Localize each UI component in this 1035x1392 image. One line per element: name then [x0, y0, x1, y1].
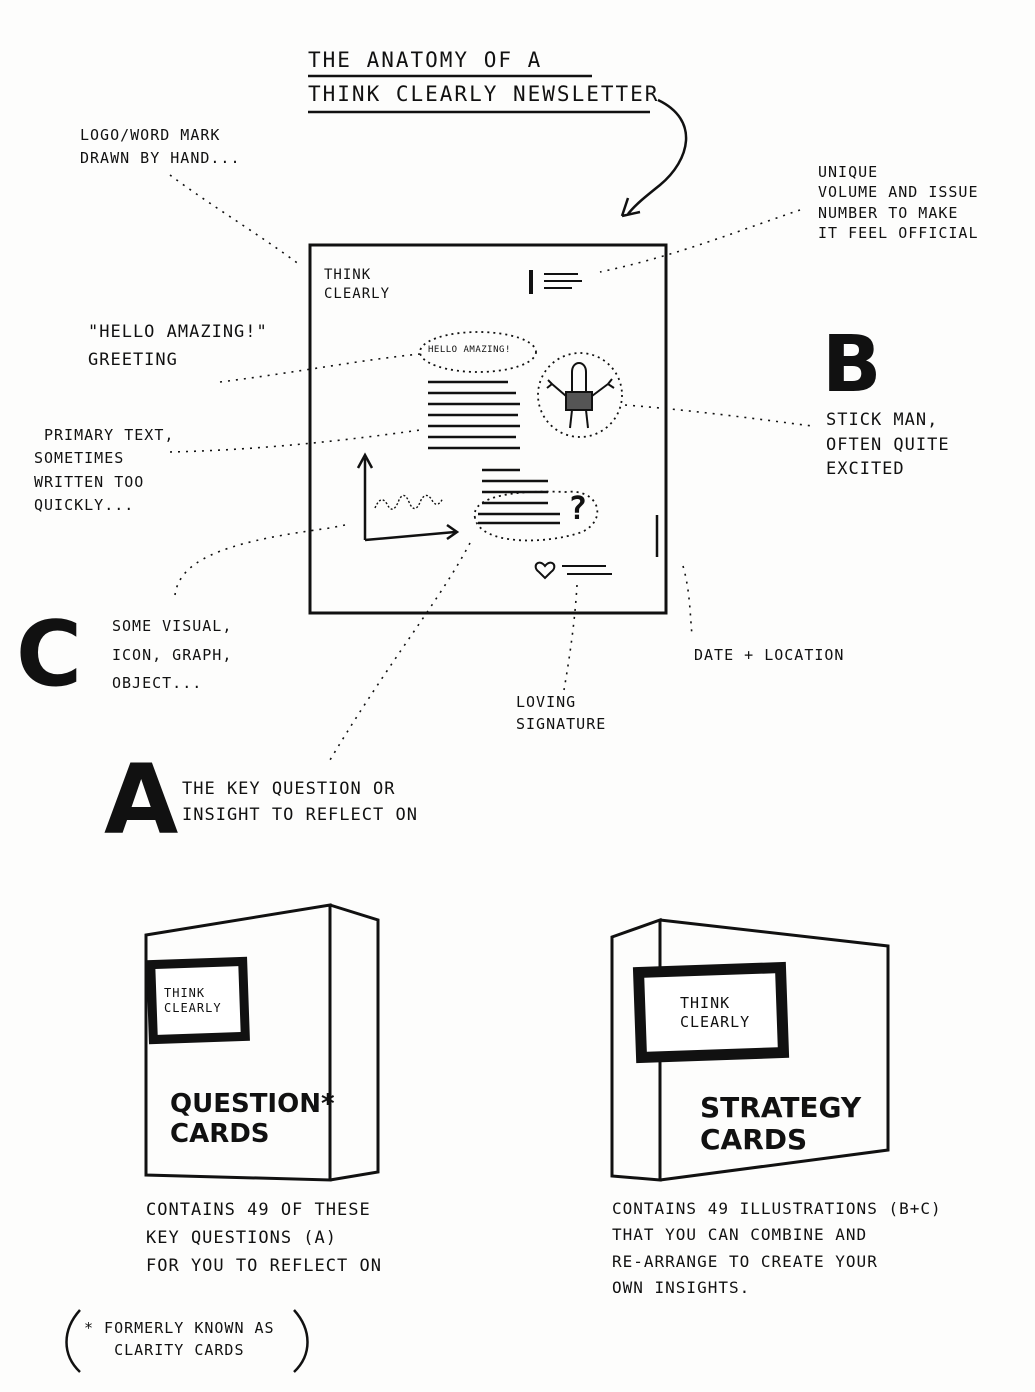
leader-lines: [170, 175, 812, 760]
annotation-volume-line: UNIQUE: [818, 162, 979, 182]
annotation-signature-line: LOVING: [516, 692, 606, 714]
annotation-volume-line: VOLUME AND ISSUE: [818, 182, 979, 202]
question-cards-label: QUESTION* CARDS: [170, 1090, 335, 1150]
annotation-key-question-line: INSIGHT TO REFLECT ON: [182, 802, 418, 828]
annotation-signature: LOVING SIGNATURE: [516, 692, 606, 736]
strategy-cards-caption-line: RE-ARRANGE TO CREATE YOUR: [612, 1249, 942, 1275]
footnote-line: CLARITY CARDS: [84, 1340, 275, 1362]
question-box-logo-line: THINK: [164, 986, 222, 1001]
issue-lines: [544, 274, 582, 288]
annotation-greeting-line: GREETING: [88, 346, 268, 374]
title-line-1: THE ANATOMY OF A: [308, 44, 659, 78]
strategy-cards-label-line: CARDS: [700, 1124, 861, 1156]
annotation-greeting-line: "HELLO AMAZING!": [88, 318, 268, 346]
annotation-volume: UNIQUE VOLUME AND ISSUE NUMBER TO MAKE I…: [818, 162, 979, 243]
annotation-key-question: THE KEY QUESTION OR INSIGHT TO REFLECT O…: [182, 776, 418, 829]
question-cards-label-line: CARDS: [170, 1120, 335, 1150]
footnote-line: * FORMERLY KNOWN AS: [84, 1318, 275, 1340]
letter-c: C: [16, 610, 82, 700]
strategy-box-logo-line: CLEARLY: [680, 1013, 750, 1032]
annotation-primary-text-line: WRITTEN TOO: [34, 471, 174, 494]
annotation-stick-man-line: STICK MAN,: [826, 408, 950, 433]
newsletter-logo: THINK CLEARLY: [324, 266, 390, 304]
annotation-key-question-line: THE KEY QUESTION OR: [182, 776, 418, 802]
question-cards-caption-line: CONTAINS 49 OF THESE: [146, 1196, 382, 1224]
strategy-cards-caption-line: OWN INSIGHTS.: [612, 1275, 942, 1301]
question-cards-caption-line: FOR YOU TO REFLECT ON: [146, 1252, 382, 1280]
question-cards-label-line: QUESTION*: [170, 1090, 335, 1120]
annotation-visual-line: SOME VISUAL,: [112, 612, 232, 641]
strategy-cards-caption-line: CONTAINS 49 ILLUSTRATIONS (B+C): [612, 1196, 942, 1222]
annotation-signature-line: SIGNATURE: [516, 714, 606, 736]
annotation-stick-man: STICK MAN, OFTEN QUITE EXCITED: [826, 408, 950, 482]
primary-text-lines: [428, 382, 560, 523]
annotation-logo-line: LOGO/WORD MARK: [80, 124, 241, 147]
strategy-cards-label: STRATEGY CARDS: [700, 1092, 861, 1156]
strategy-cards-label-line: STRATEGY: [700, 1092, 861, 1124]
title-arrow: [628, 100, 686, 214]
annotation-logo-line: DRAWN BY HAND...: [80, 147, 241, 170]
stick-man: [547, 363, 614, 428]
letter-a: A: [104, 752, 178, 848]
annotation-greeting: "HELLO AMAZING!" GREETING: [88, 318, 268, 374]
newsletter-logo-line: THINK: [324, 266, 390, 285]
strategy-cards-caption-line: THAT YOU CAN COMBINE AND: [612, 1222, 942, 1248]
annotation-primary-text-line: SOMETIMES: [34, 447, 174, 470]
strategy-box-logo-line: THINK: [680, 994, 750, 1013]
question-mark-icon: ?: [568, 484, 588, 534]
annotation-volume-line: NUMBER TO MAKE: [818, 203, 979, 223]
annotation-visual: SOME VISUAL, ICON, GRAPH, OBJECT...: [112, 612, 232, 698]
question-box-logo: THINK CLEARLY: [164, 986, 222, 1016]
annotation-volume-line: IT FEEL OFFICIAL: [818, 223, 979, 243]
strategy-box-logo: THINK CLEARLY: [680, 994, 750, 1032]
question-cards-caption-line: KEY QUESTIONS (A): [146, 1224, 382, 1252]
annotation-stick-man-line: OFTEN QUITE: [826, 433, 950, 458]
footnote-paren-right: [294, 1310, 308, 1372]
graph: [358, 455, 457, 540]
question-cards-caption: CONTAINS 49 OF THESE KEY QUESTIONS (A) F…: [146, 1196, 382, 1280]
annotation-stick-man-line: EXCITED: [826, 457, 950, 482]
footnote-paren-left: [67, 1310, 81, 1372]
greeting-text: HELLO AMAZING!: [428, 344, 511, 358]
footnote: * FORMERLY KNOWN AS CLARITY CARDS: [84, 1318, 275, 1362]
title-arrowhead: [622, 198, 640, 216]
title-line-2: THINK CLEARLY NEWSLETTER: [308, 78, 659, 112]
newsletter-logo-line: CLEARLY: [324, 285, 390, 304]
annotation-date-location: DATE + LOCATION: [694, 644, 844, 667]
annotation-primary-text-line: PRIMARY TEXT,: [34, 424, 174, 447]
heart-icon: [536, 563, 555, 578]
annotation-primary-text: PRIMARY TEXT, SOMETIMES WRITTEN TOO QUIC…: [34, 424, 174, 517]
page-title: THE ANATOMY OF A THINK CLEARLY NEWSLETTE…: [308, 44, 659, 111]
annotation-primary-text-line: QUICKLY...: [34, 494, 174, 517]
annotation-logo: LOGO/WORD MARK DRAWN BY HAND...: [80, 124, 241, 171]
graph-line: [375, 495, 443, 509]
question-box-logo-line: CLEARLY: [164, 1001, 222, 1016]
strategy-cards-caption: CONTAINS 49 ILLUSTRATIONS (B+C) THAT YOU…: [612, 1196, 942, 1302]
annotation-visual-line: OBJECT...: [112, 669, 232, 698]
annotation-visual-line: ICON, GRAPH,: [112, 641, 232, 670]
letter-b: B: [822, 326, 881, 404]
